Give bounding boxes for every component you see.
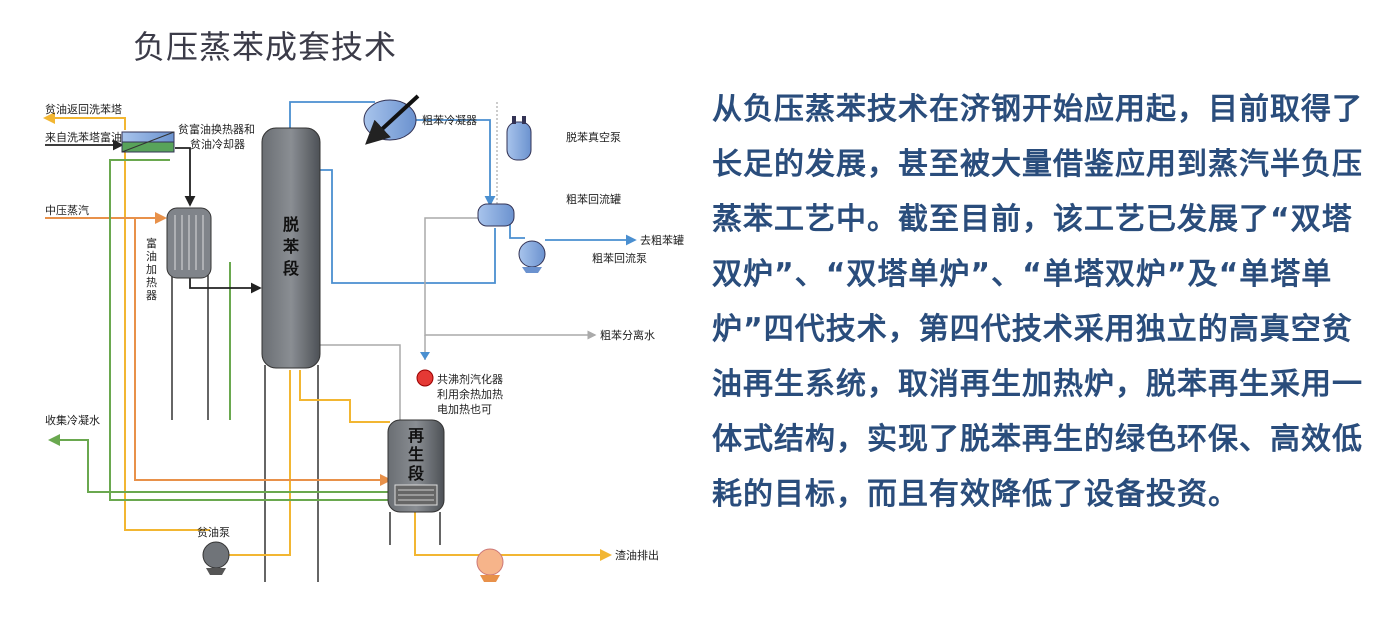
label-lean-oil-return: 贫油返回洗苯塔 xyxy=(45,102,122,116)
lean-oil-pump xyxy=(202,541,230,575)
label-electric: 电加热也可 xyxy=(437,403,492,416)
label-waste-heat: 利用余热加热 xyxy=(437,387,503,401)
vaporizer xyxy=(416,352,434,387)
reflux-pump xyxy=(518,240,546,273)
description-paragraph: 从负压蒸苯技术在济钢开始应用起，目前取得了长足的发展，甚至被大量借鉴应用到蒸汽半… xyxy=(712,92,1363,512)
label-regen-3: 段 xyxy=(408,464,425,483)
lean-oil-lines xyxy=(43,112,612,561)
debenzol-column xyxy=(261,127,321,369)
label-regen-1: 再 xyxy=(408,426,424,445)
residue-pump xyxy=(476,548,504,582)
label-rich-oil-in: 来自洗苯塔富油 xyxy=(45,130,122,144)
rich-oil-heater xyxy=(166,207,212,279)
label-heater-2: 油 xyxy=(146,249,157,263)
label-debenzol-1: 脱 xyxy=(283,215,299,234)
label-sep-water: 粗苯分离水 xyxy=(600,328,655,342)
heat-exchanger xyxy=(121,131,175,153)
label-lean-pump: 贫油泵 xyxy=(197,525,230,539)
steam-lines xyxy=(45,212,392,486)
label-reflux-tank: 粗苯回流罐 xyxy=(566,192,621,206)
label-vaporizer: 共沸剂汽化器 xyxy=(437,372,503,386)
process-flow-diagram: 贫油返回洗苯塔 来自洗苯塔富油 贫富油换热器和 贫油冷却器 中压蒸汽 粗苯冷凝器… xyxy=(43,94,684,582)
label-cond-water: 收集冷凝水 xyxy=(45,413,100,427)
label-to-tank: 去粗苯罐 xyxy=(640,233,684,247)
label-steam: 中压蒸汽 xyxy=(45,203,89,217)
label-vacuum-pump: 脱苯真空泵 xyxy=(566,130,621,144)
regen-section xyxy=(387,419,445,513)
label-exchanger-2: 贫油冷却器 xyxy=(190,137,245,151)
vapor-lines xyxy=(289,101,637,284)
support-legs xyxy=(171,275,441,582)
label-exchanger: 贫富油换热器和 xyxy=(178,122,255,136)
label-residue: 渣油排出 xyxy=(615,548,659,562)
vacuum-pump xyxy=(506,116,532,161)
label-reflux-pump: 粗苯回流泵 xyxy=(592,251,647,265)
label-debenzol-2: 苯 xyxy=(282,237,300,256)
page-title: 负压蒸苯成套技术 xyxy=(133,28,398,66)
reflux-tank xyxy=(477,203,515,227)
label-heater-3: 加 xyxy=(146,263,157,276)
label-heater-4: 热 xyxy=(146,276,157,289)
water-lines xyxy=(48,159,390,501)
label-condenser: 粗苯冷凝器 xyxy=(422,113,477,127)
label-heater-5: 器 xyxy=(146,289,157,302)
label-heater-1: 富 xyxy=(146,236,157,250)
label-debenzol-3: 段 xyxy=(283,259,300,278)
condenser xyxy=(363,94,420,145)
label-regen-2: 生 xyxy=(408,445,424,464)
